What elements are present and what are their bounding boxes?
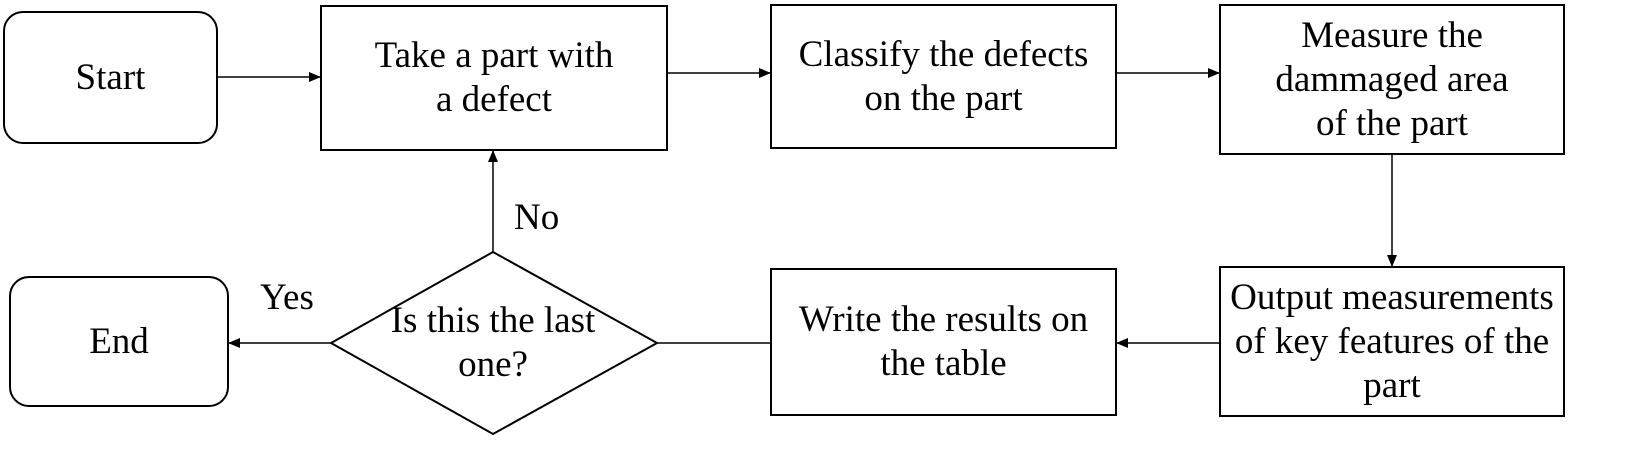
- start-terminal: Start: [3, 11, 218, 144]
- output-step: Output measurements of key features of t…: [1219, 266, 1565, 417]
- start-label: Start: [75, 56, 146, 98]
- edge-label-yes: Yes: [260, 277, 314, 318]
- classify-label: Classify the defects on the part: [798, 33, 1089, 119]
- edge-label-no: No: [514, 197, 560, 238]
- end-label: End: [89, 320, 149, 362]
- output-label: Output measurements of key features of t…: [1230, 276, 1554, 406]
- decision-diamond: [328, 250, 660, 436]
- decision-label: Is this the last one?: [390, 300, 596, 385]
- end-terminal: End: [9, 276, 229, 407]
- measure-step: Measure the dammaged area of the part: [1219, 4, 1565, 155]
- take-part-step: Take a part with a defect: [320, 5, 668, 151]
- classify-step: Classify the defects on the part: [770, 4, 1117, 149]
- take-part-label: Take a part with a defect: [374, 35, 614, 120]
- write-results-step: Write the results on the table: [770, 268, 1117, 416]
- measure-label: Measure the dammaged area of the part: [1275, 14, 1509, 144]
- write-results-label: Write the results on the table: [798, 299, 1089, 384]
